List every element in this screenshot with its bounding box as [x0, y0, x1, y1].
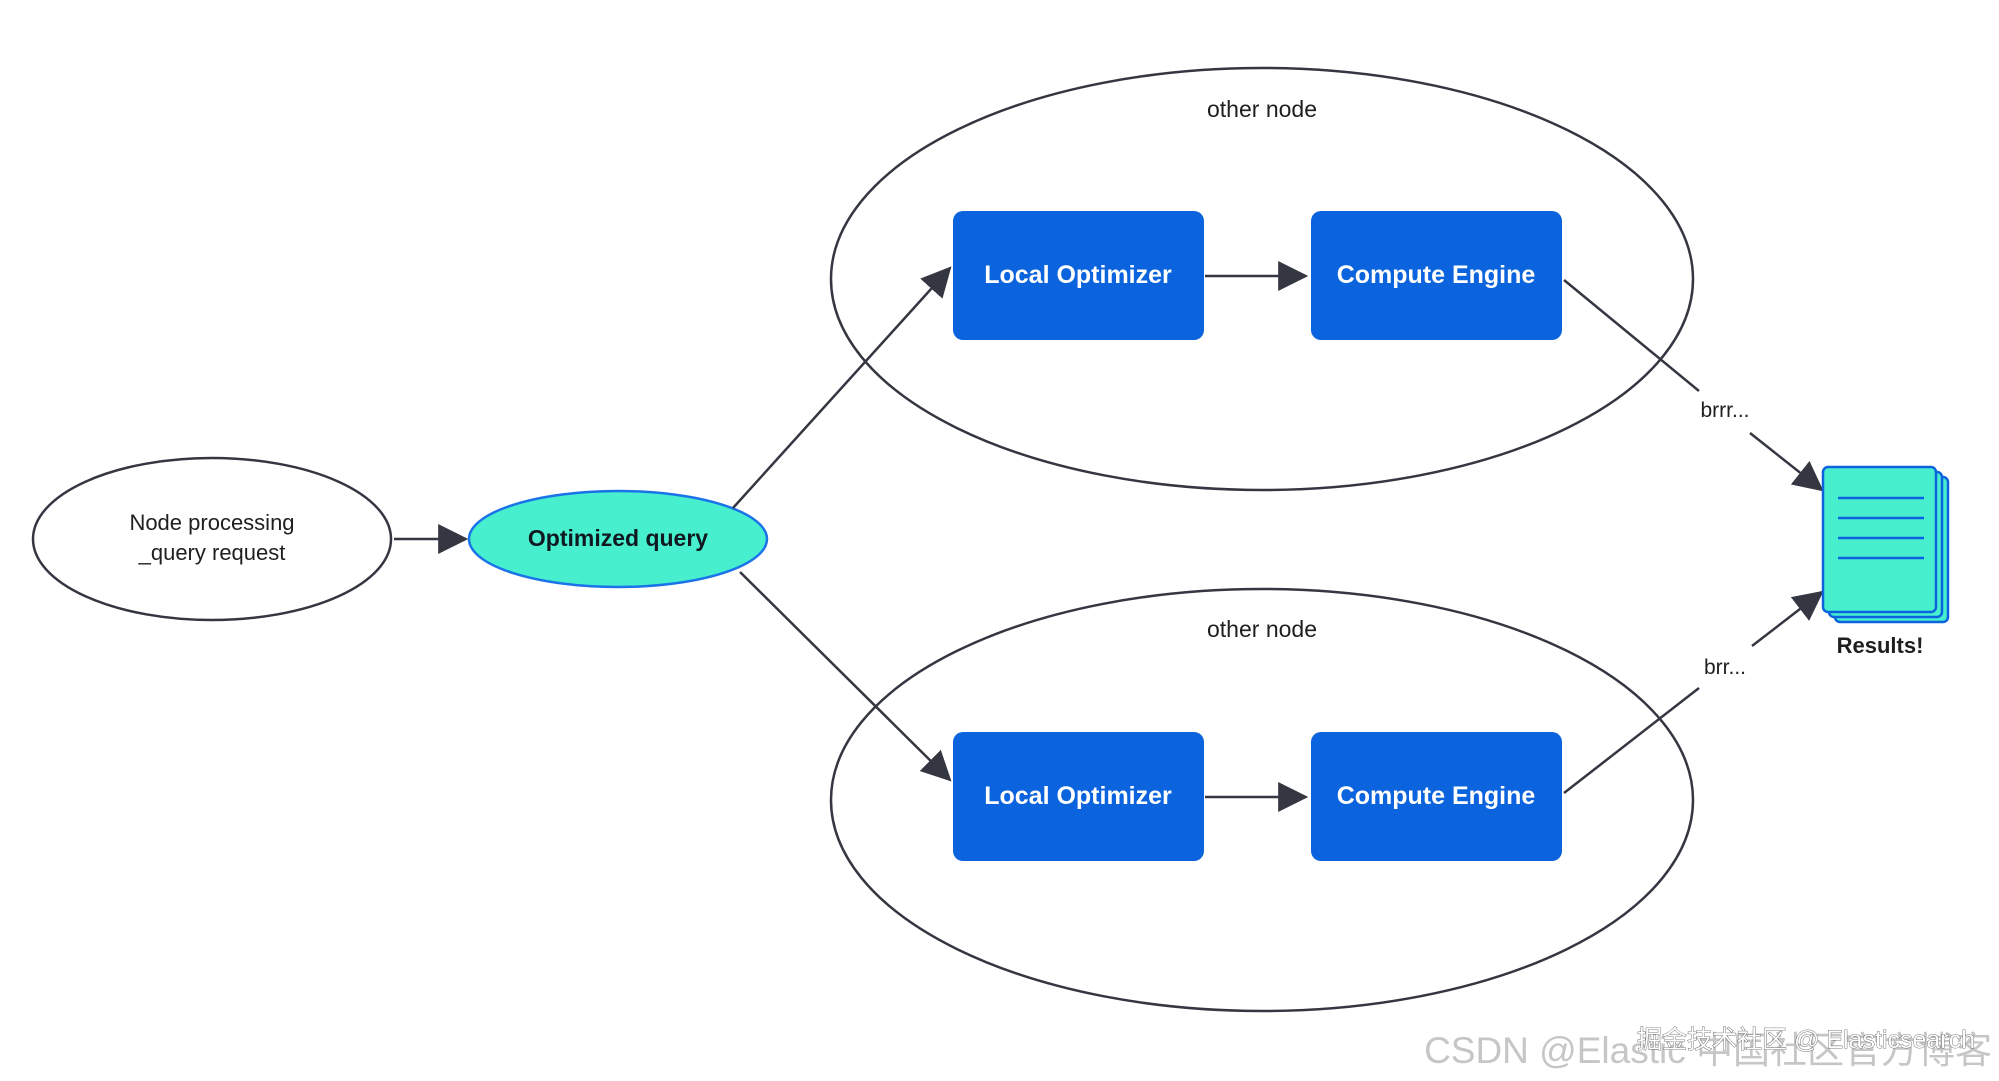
- top-local-optimizer-label: Local Optimizer: [984, 261, 1172, 289]
- csdn-watermark: CSDN @Elastic 中国社区官方博客: [1424, 1030, 1992, 1071]
- edge-query-to-top-optimizer: [732, 266, 952, 509]
- edge-query-to-bottom-optimizer: [739, 571, 952, 782]
- start-node-label-line1: Node processing: [129, 510, 294, 535]
- start-node-label-line2: _query request: [138, 540, 286, 565]
- edge-top-engine-to-results-a: [1563, 279, 1700, 392]
- bottom-local-optimizer-box: [953, 732, 1204, 861]
- edge-bottom-engine-to-results-a: [1563, 687, 1700, 794]
- edge-top-label: brrr...: [1700, 399, 1749, 422]
- results-document-icon: [1821, 465, 1950, 624]
- bottom-cluster-label: other node: [1207, 616, 1317, 642]
- bottom-compute-engine-box: [1311, 732, 1562, 861]
- edge-top-engine-to-results-b: [1749, 432, 1824, 492]
- results-label: Results!: [1837, 633, 1924, 658]
- top-cluster-ellipse: [829, 66, 1695, 492]
- optimized-query-node: [467, 489, 769, 589]
- top-compute-engine-label: Compute Engine: [1337, 261, 1536, 289]
- bottom-compute-engine-label: Compute Engine: [1337, 782, 1536, 810]
- top-local-optimizer-box: [953, 211, 1204, 340]
- start-node-ellipse: [31, 456, 393, 622]
- top-compute-engine-box: [1311, 211, 1562, 340]
- edge-bottom-engine-to-results-b: [1751, 590, 1824, 647]
- juejin-watermark: 掘金技术社区 @ Elasticsearch: [1637, 1026, 1975, 1054]
- edge-bottom-label: brr...: [1704, 656, 1746, 679]
- optimized-query-label: Optimized query: [528, 525, 708, 551]
- bottom-cluster-ellipse: [829, 587, 1695, 1013]
- top-cluster-label: other node: [1207, 96, 1317, 122]
- bottom-local-optimizer-label: Local Optimizer: [984, 782, 1172, 810]
